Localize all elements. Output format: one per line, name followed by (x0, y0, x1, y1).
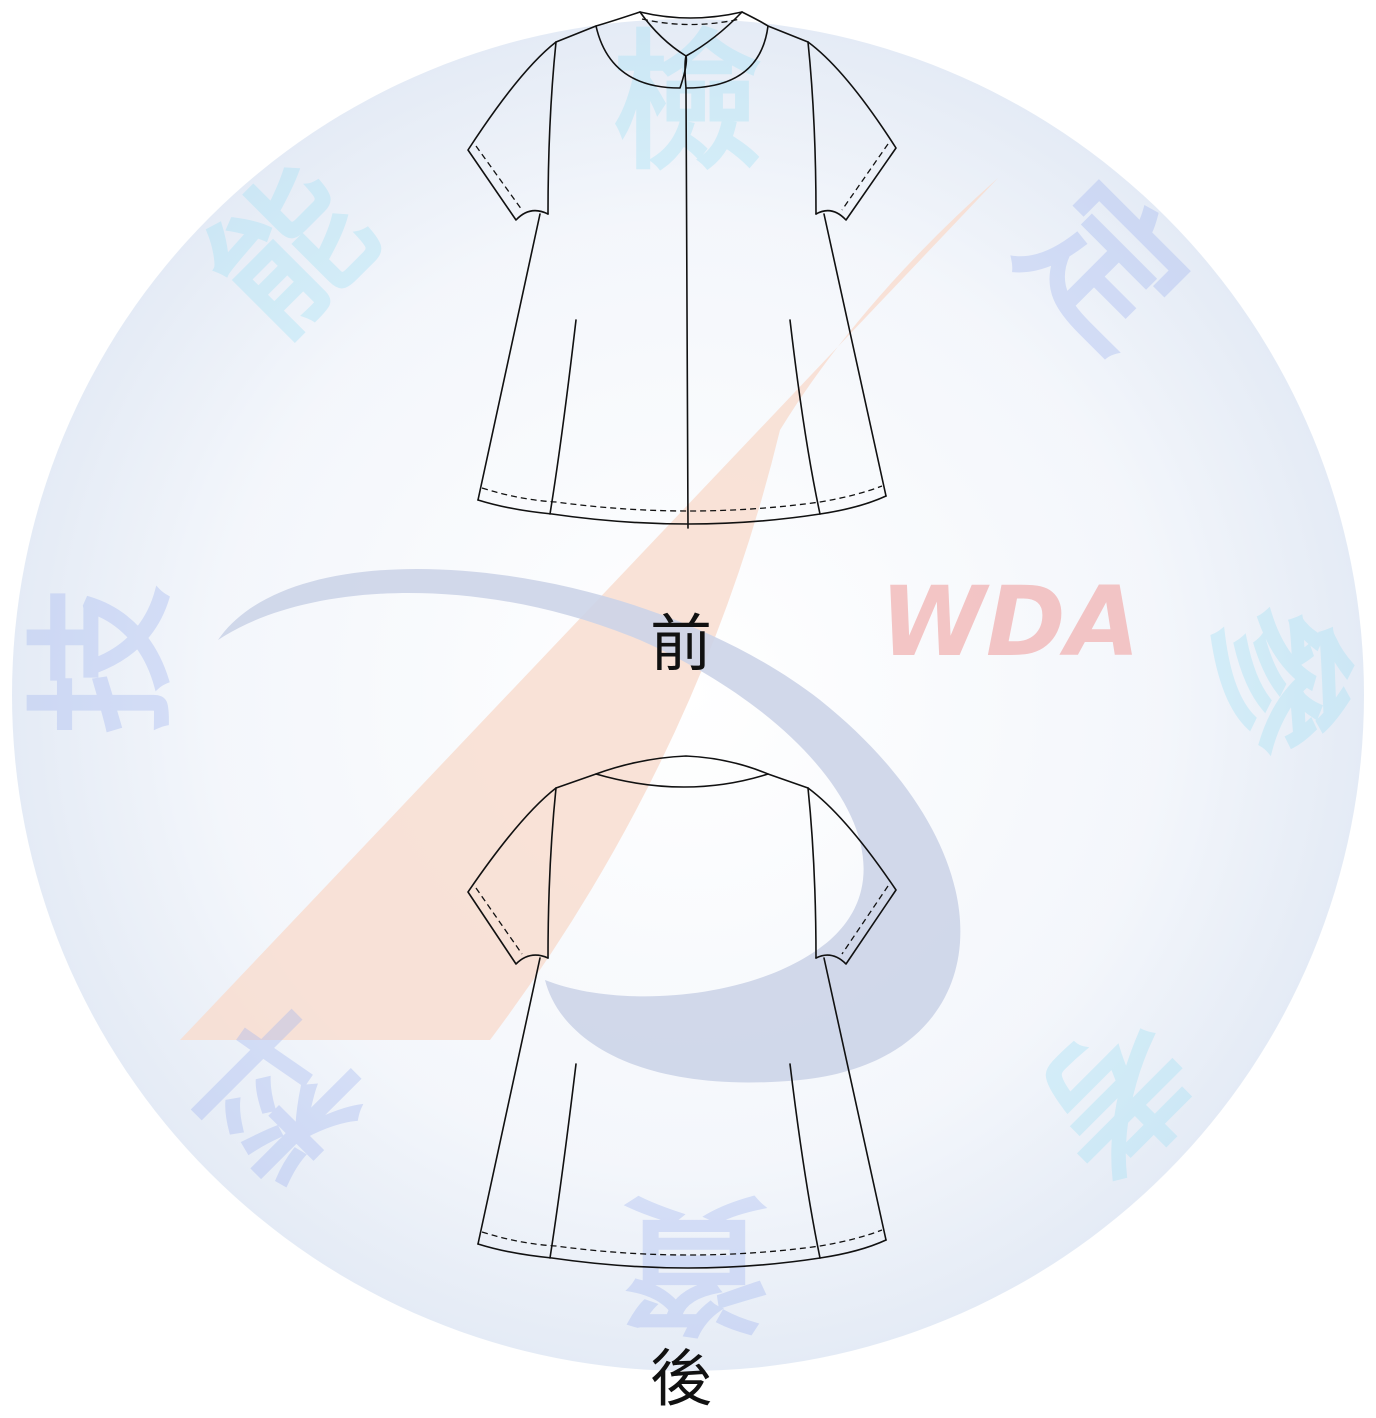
front-sleeve-right-hem (841, 143, 889, 211)
back-hem (477, 1239, 887, 1269)
front-shoulder-left (555, 25, 597, 43)
front-panel-right (789, 319, 821, 515)
back-armhole-left (547, 787, 557, 959)
front-side-left (477, 213, 541, 501)
back-side-right (823, 957, 887, 1241)
back-collar (595, 755, 769, 788)
watermark-swoosh (218, 568, 961, 1083)
watermark-logo-text: WDA (880, 566, 1140, 678)
front-hem-stitch (481, 485, 883, 512)
back-sleeve-left-hem (475, 887, 523, 955)
back-hem-stitch (481, 1229, 883, 1256)
front-armhole-left (547, 41, 557, 215)
back-side-left (477, 957, 541, 1245)
front-sleeve-left (467, 41, 557, 221)
front-armhole-right (807, 41, 817, 215)
back-sleeve-left (467, 787, 557, 965)
front-sleeve-left-hem (475, 145, 523, 211)
front-side-right (823, 213, 887, 497)
watermark-char-5: 資 (620, 1174, 770, 1348)
back-shoulder-right (767, 773, 809, 789)
back-panel-left (549, 1063, 577, 1259)
back-armhole-right (807, 787, 817, 959)
watermark-char-3: 參 (1189, 605, 1363, 757)
watermark-char-7: 技 (17, 585, 191, 735)
front-shoulder-right (767, 25, 809, 43)
back-view-label: 後 (650, 1342, 712, 1415)
back-sleeve-right (807, 787, 897, 965)
front-view-drawing (467, 11, 897, 529)
back-view-drawing (467, 755, 897, 1269)
back-sleeve-right-hem (841, 885, 889, 955)
watermark: WDA 檢 定 參 考 資 料 技 能 (12, 17, 1364, 1371)
back-panel-right (789, 1063, 821, 1259)
front-center-line (685, 87, 689, 529)
front-sleeve-right (807, 41, 897, 221)
front-panel-left (549, 319, 577, 515)
front-neckline (639, 11, 743, 19)
front-collar-right (684, 11, 769, 89)
back-shoulder-left (555, 773, 597, 789)
front-collar-left (595, 11, 688, 89)
front-view-label: 前 (650, 607, 712, 680)
